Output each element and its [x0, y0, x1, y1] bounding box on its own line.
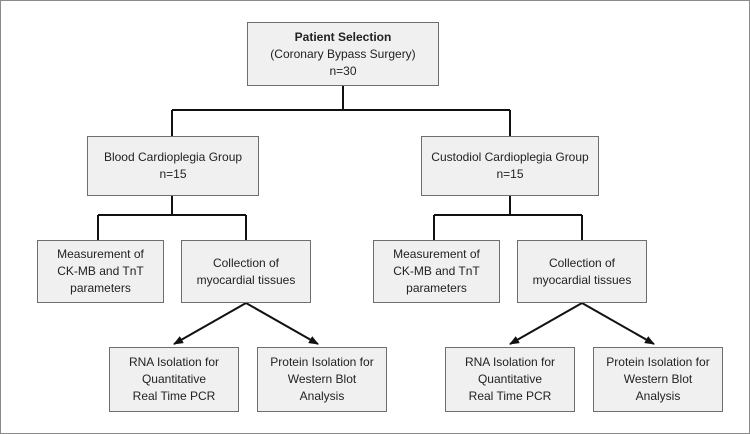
- custodiol-protein-line3: Analysis: [635, 389, 681, 403]
- custodiol-measurement-line1: Measurement of: [393, 247, 480, 261]
- custodiol-rna-line2: Quantitative: [477, 372, 543, 386]
- custodiol-group-name: Custodiol Cardioplegia Group: [431, 150, 589, 164]
- patient-selection-title: Patient Selection: [294, 29, 392, 44]
- custodiol-rna-line1: RNA Isolation for: [464, 355, 556, 369]
- arrow-blood-protein: [245, 302, 319, 345]
- patient-selection-box: Patient Selection (Coronary Bypass Surge…: [247, 22, 439, 86]
- blood-measurement-line3: parameters: [70, 281, 131, 295]
- blood-rna-isolation-box: RNA Isolation for Quantitative Real Time…: [109, 347, 239, 412]
- blood-collection-line2: myocardial tissues: [196, 272, 296, 287]
- arrow-custodiol-protein: [581, 302, 655, 345]
- blood-group-count: n=15: [159, 167, 187, 181]
- custodiol-protein-line2: Western Blot: [623, 372, 693, 386]
- custodiol-measurement-line2: CK-MB and TnT: [393, 264, 480, 278]
- blood-collection-box: Collection of myocardial tissues: [181, 240, 311, 303]
- blood-rna-line1: RNA Isolation for: [128, 355, 220, 369]
- custodiol-cardioplegia-group-box: Custodiol Cardioplegia Group n=15: [421, 136, 599, 196]
- blood-protein-line3: Analysis: [299, 389, 345, 403]
- custodiol-rna-isolation-box: RNA Isolation for Quantitative Real Time…: [445, 347, 575, 412]
- custodiol-measurement-line3: parameters: [406, 281, 467, 295]
- custodiol-collection-line2: myocardial tissues: [532, 272, 632, 287]
- arrow-blood-rna: [173, 302, 247, 345]
- custodiol-protein-isolation-box: Protein Isolation for Western Blot Analy…: [593, 347, 723, 412]
- patient-selection-count: n=30: [329, 63, 357, 78]
- custodiol-protein-line1: Protein Isolation for: [606, 355, 710, 369]
- custodiol-measurement-box: Measurement of CK-MB and TnT parameters: [373, 240, 500, 303]
- custodiol-collection-box: Collection of myocardial tissues: [517, 240, 647, 303]
- custodiol-collection-line1: Collection of: [548, 255, 616, 270]
- blood-cardioplegia-group-box: Blood Cardioplegia Group n=15: [87, 136, 259, 196]
- blood-group-name: Blood Cardioplegia Group: [103, 150, 243, 164]
- blood-protein-line1: Protein Isolation for: [270, 355, 374, 369]
- patient-selection-subtitle: (Coronary Bypass Surgery): [270, 46, 416, 61]
- blood-protein-line2: Western Blot: [287, 372, 357, 386]
- blood-rna-line3: Real Time PCR: [132, 389, 216, 403]
- custodiol-rna-line3: Real Time PCR: [468, 389, 552, 403]
- custodiol-group-count: n=15: [496, 167, 524, 181]
- blood-measurement-line1: Measurement of: [57, 247, 144, 261]
- blood-collection-line1: Collection of: [212, 255, 280, 270]
- blood-protein-isolation-box: Protein Isolation for Western Blot Analy…: [257, 347, 387, 412]
- blood-rna-line2: Quantitative: [141, 372, 207, 386]
- blood-measurement-line2: CK-MB and TnT: [57, 264, 144, 278]
- arrow-custodiol-rna: [509, 302, 583, 345]
- blood-measurement-box: Measurement of CK-MB and TnT parameters: [37, 240, 164, 303]
